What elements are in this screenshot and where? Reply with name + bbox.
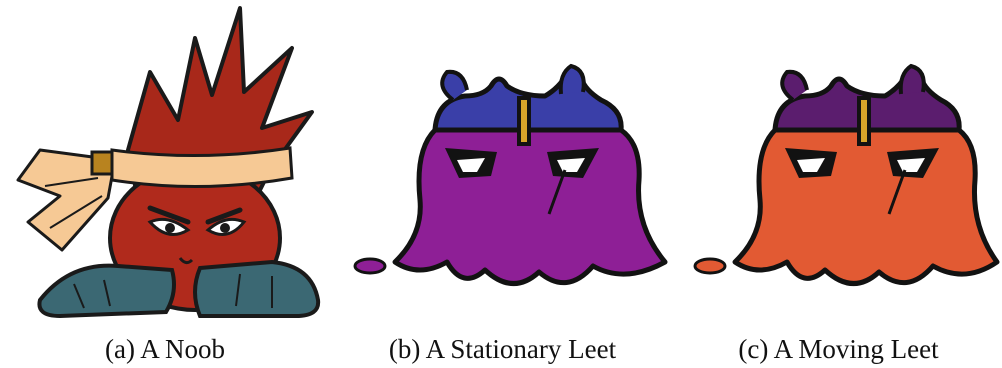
moving-leet-sprite-icon [693,63,1000,286]
caption-stationary-leet: (b) A Stationary Leet [388,334,617,364]
caption-moving-leet: (c) A Moving Leet [738,334,939,364]
stationary-leet-sprite-icon [353,63,668,286]
panel-noob: (a) A Noob [0,0,330,368]
panel-stationary-leet: (b) A Stationary Leet [335,0,670,368]
caption-noob: (a) A Noob [105,334,225,364]
noob-sprite-icon [16,6,321,319]
panel-moving-leet: (c) A Moving Leet [675,0,1002,368]
